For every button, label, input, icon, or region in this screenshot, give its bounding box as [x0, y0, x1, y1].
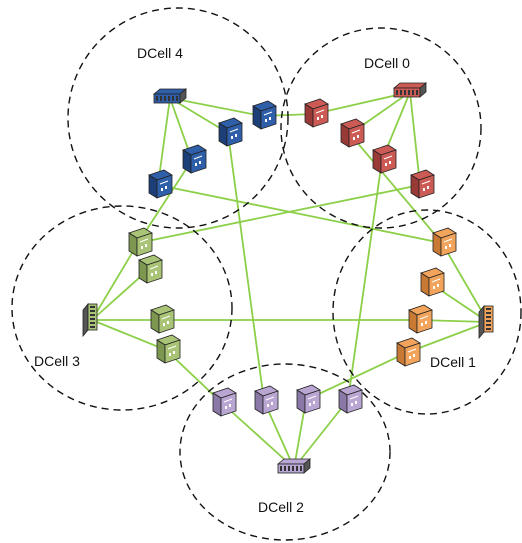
inter-cell-link-9: [305, 352, 407, 401]
boundaries-layer: [11, 7, 522, 541]
dcell-0-switch-icon: [392, 82, 428, 98]
dcell-4-boundary: [67, 7, 289, 229]
dcell-0-server-icon-0: [304, 98, 329, 128]
dcell-3-intra-link-0: [91, 242, 139, 321]
dcell-4-server-icon-1: [218, 117, 243, 147]
dcell-3-server-icon-2: [150, 304, 175, 334]
dcell-0-server-icon-3: [410, 169, 435, 199]
inter-cell-link-2: [227, 132, 265, 402]
dcell-2-switch-icon: [276, 458, 312, 474]
dcell-2-intra-link-3: [293, 399, 349, 469]
dcell-1-switch-icon: [478, 304, 494, 340]
dcell-4-server-icon-2: [182, 144, 207, 174]
dcell-1-server-icon-3: [396, 337, 421, 367]
inter-cell-link-4: [137, 184, 421, 244]
inter-cell-link-5: [347, 159, 383, 401]
labels-layer: DCell 4 DCell 0 DCell 3 DCell 1 DCell 2: [34, 45, 476, 515]
dcell-4-intra-link-3: [157, 97, 171, 186]
dcell-2-server-icon-1: [254, 385, 279, 415]
dcell-4-intra-link-1: [169, 97, 229, 134]
dcell-2-server-icon-0: [212, 387, 237, 417]
dcell-2-label: DCell 2: [258, 499, 304, 515]
dcell-1-server-icon-2: [408, 304, 433, 334]
dcell-1-boundary: [332, 209, 522, 415]
dcell-0-server-icon-2: [372, 144, 397, 174]
dcell-3-boundary: [11, 205, 233, 411]
dcell-0-intra-link-3: [409, 91, 421, 186]
dcell-1-server-icon-0: [432, 227, 457, 257]
dcell-1-intra-link-0: [441, 242, 489, 323]
dcell-1-server-icon-1: [420, 267, 445, 297]
dcell-3-server-icon-1: [138, 254, 163, 284]
dcell-3-intra-link-3: [91, 319, 167, 351]
dcell-3-server-icon-0: [128, 227, 153, 257]
dcell-2-intra-link-0: [221, 402, 295, 469]
dcell-4-server-icon-0: [252, 100, 277, 130]
dcell-4-switch-icon: [152, 88, 188, 104]
dcell-1-label: DCell 1: [430, 354, 476, 370]
inter-cell-link-6: [349, 133, 443, 244]
dcell-2-boundary: [179, 363, 391, 541]
dcell-4-intra-link-0: [169, 97, 263, 117]
dcell-4-server-icon-3: [148, 169, 173, 199]
inter-cell-link-1: [137, 159, 193, 244]
dcell-4-label: DCell 4: [137, 45, 183, 61]
dcell-0-label: DCell 0: [364, 55, 410, 71]
dcell-2-server-icon-3: [338, 384, 363, 414]
dcell-0-boundary: [280, 27, 482, 229]
inter-cell-link-3: [157, 184, 443, 244]
dcell-3-server-icon-3: [156, 334, 181, 364]
dcell-3-switch-icon: [82, 302, 98, 338]
devices-layer: [82, 82, 494, 474]
dcell-0-server-icon-1: [340, 118, 365, 148]
dcell-3-label: DCell 3: [34, 353, 80, 369]
dcell-2-server-icon-2: [296, 384, 321, 414]
dcell-3-intra-link-1: [91, 269, 149, 321]
